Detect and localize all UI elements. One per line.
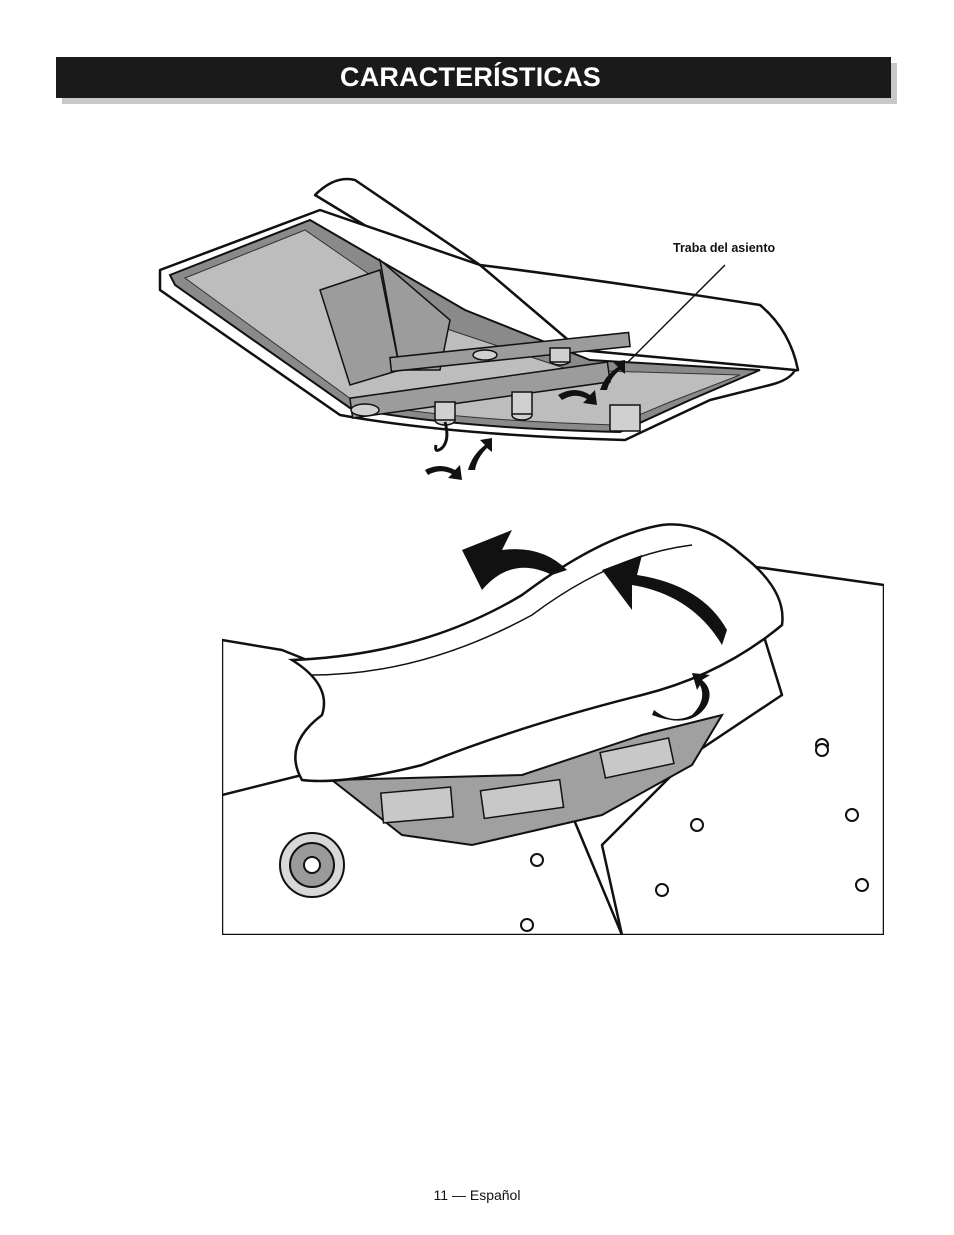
section-header: CARACTERÍSTICAS [56,57,891,98]
rotate-arrow-icon [425,465,462,480]
page-footer: 11 — Español [0,1187,954,1203]
page-title: CARACTERÍSTICAS [340,62,601,93]
rotate-arrow-icon [468,438,492,470]
seat-latch-label: Traba del asiento [673,241,775,255]
seat-removal-illustration [222,515,884,935]
fuel-cap [280,833,344,897]
seat-underside-illustration [150,170,810,490]
